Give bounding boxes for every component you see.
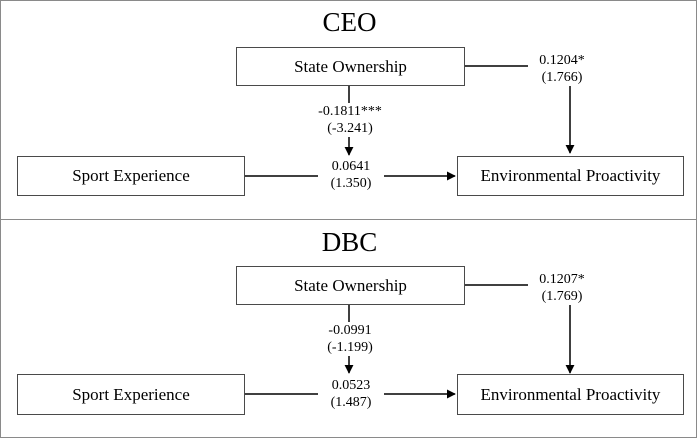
node-sport-experience: Sport Experience <box>17 374 245 415</box>
coef-state-to-ep: 0.1204* (1.766) <box>528 52 596 86</box>
node-environmental-proactivity: Environmental Proactivity <box>457 156 684 196</box>
node-state-ownership: State Ownership <box>236 47 465 86</box>
t-value: (1.766) <box>541 70 583 85</box>
coef-state-to-ep: 0.1207* (1.769) <box>528 271 596 305</box>
coef-direct: 0.0523 (1.487) <box>318 377 384 411</box>
coef-value: 0.1204* <box>539 53 585 68</box>
t-value: (-3.241) <box>327 121 373 136</box>
coef-value: 0.0523 <box>331 378 371 393</box>
coef-value: 0.1207* <box>539 272 585 287</box>
panel-title-ceo: CEO <box>322 7 377 37</box>
coef-moderation: -0.1811*** (-3.241) <box>300 103 400 137</box>
panel-title-dbc: DBC <box>321 227 378 257</box>
coef-value: -0.1811*** <box>318 104 382 119</box>
coef-moderation: -0.0991 (-1.199) <box>314 322 386 356</box>
node-sport-experience: Sport Experience <box>17 156 245 196</box>
coef-value: 0.0641 <box>331 159 371 174</box>
node-state-ownership: State Ownership <box>236 266 465 305</box>
t-value: (1.487) <box>330 395 372 410</box>
t-value: (-1.199) <box>327 340 373 355</box>
coef-direct: 0.0641 (1.350) <box>318 158 384 192</box>
node-environmental-proactivity: Environmental Proactivity <box>457 374 684 415</box>
t-value: (1.769) <box>541 289 583 304</box>
t-value: (1.350) <box>330 176 372 191</box>
coef-value: -0.0991 <box>328 323 372 338</box>
